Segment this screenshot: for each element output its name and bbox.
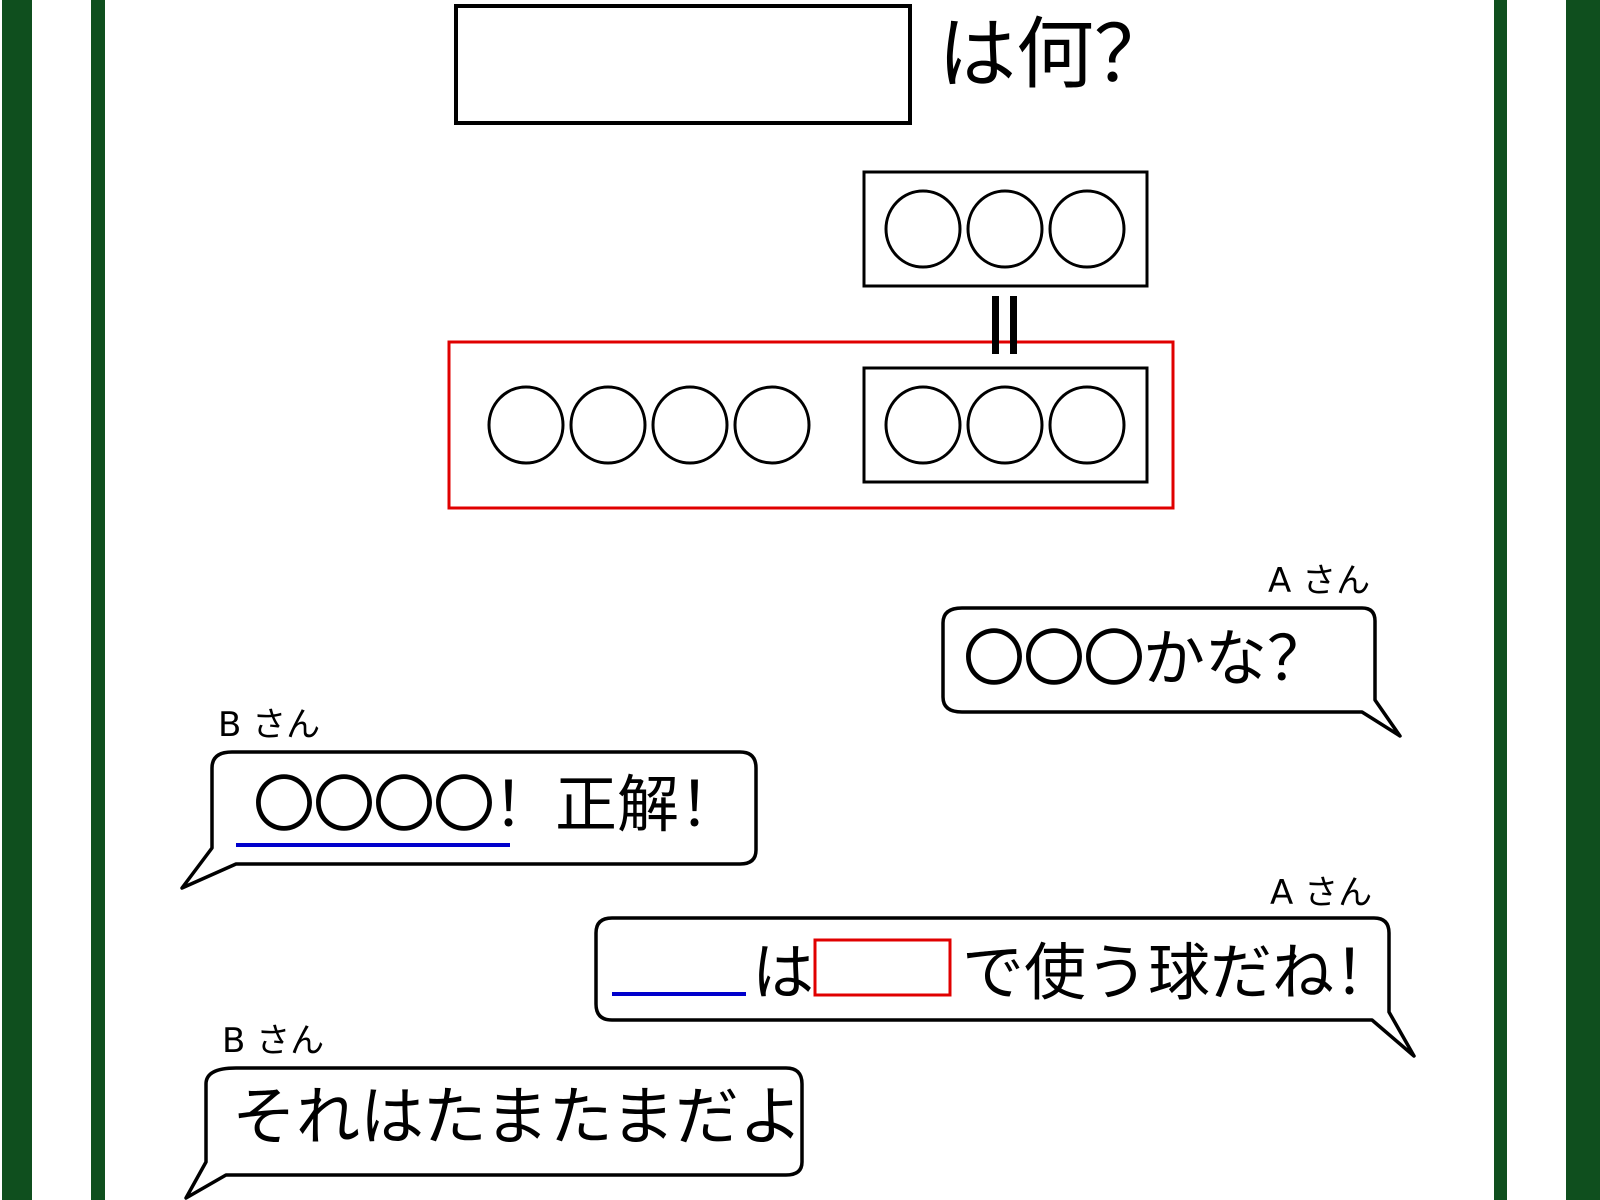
- bubble-2-circles: 〇〇〇〇: [253, 768, 495, 841]
- equals-bar-right: [1010, 296, 1017, 354]
- circle-placeholder: [966, 189, 1044, 269]
- circle-placeholder: [1048, 385, 1126, 465]
- top-group-circles: [884, 189, 1126, 269]
- bubble-1-circles: 〇〇〇: [963, 622, 1145, 695]
- speaker-label-a-2: A さん: [1270, 873, 1373, 913]
- speech-bubble-4: [184, 1066, 804, 1200]
- speaker-label-b-1: B さん: [218, 705, 321, 745]
- speech-bubble-1: [941, 606, 1402, 738]
- inner-border-left: [91, 0, 105, 1200]
- circle-placeholder: [1048, 189, 1126, 269]
- circle-placeholder: [884, 189, 962, 269]
- equals-bar-left: [992, 296, 999, 354]
- circle-placeholder: [569, 385, 647, 465]
- speech-bubble-3: [594, 916, 1416, 1058]
- equals-bar-left-overlay: [992, 336, 999, 354]
- inner-border-right: [1494, 0, 1507, 1200]
- speaker-label-b-2: B さん: [222, 1021, 325, 1061]
- outer-border-left: [2, 0, 32, 1200]
- bubble-1-suffix: かな？: [1143, 622, 1330, 695]
- bubble-3-text-1: は: [752, 936, 815, 1009]
- circle-placeholder: [487, 385, 565, 465]
- highlight-box-red: [447, 340, 1175, 510]
- speech-bubble-2: [180, 750, 758, 890]
- bubble-2-text: 〇〇〇〇！正解！: [253, 774, 741, 836]
- bottom-inner-box: [862, 366, 1149, 484]
- bubble-4-text: それはたまたまだよ: [232, 1081, 803, 1155]
- circle-placeholder: [733, 385, 811, 465]
- circle-placeholder: [651, 385, 729, 465]
- bottom-left-circles: [487, 385, 811, 465]
- underline-blue-answer: [236, 843, 510, 847]
- question-answer-box: [454, 4, 912, 125]
- outer-border-right: [1566, 0, 1600, 1200]
- equals-bar-right-overlay: [1010, 336, 1017, 354]
- bottom-inner-circles: [884, 385, 1126, 465]
- underline-blue-blank: [612, 992, 746, 996]
- circle-placeholder: [884, 385, 962, 465]
- circle-placeholder: [966, 385, 1044, 465]
- speaker-label-a-1: A さん: [1268, 561, 1371, 601]
- question-text: は何？: [938, 10, 1173, 100]
- red-blank-box: [813, 938, 952, 997]
- bubble-3-text-2: で使う球だね！: [962, 936, 1397, 1009]
- bubble-1-text: 〇〇〇かな？: [963, 628, 1329, 690]
- bubble-2-suffix: ！正解！: [493, 768, 742, 841]
- top-group-box: [862, 170, 1149, 288]
